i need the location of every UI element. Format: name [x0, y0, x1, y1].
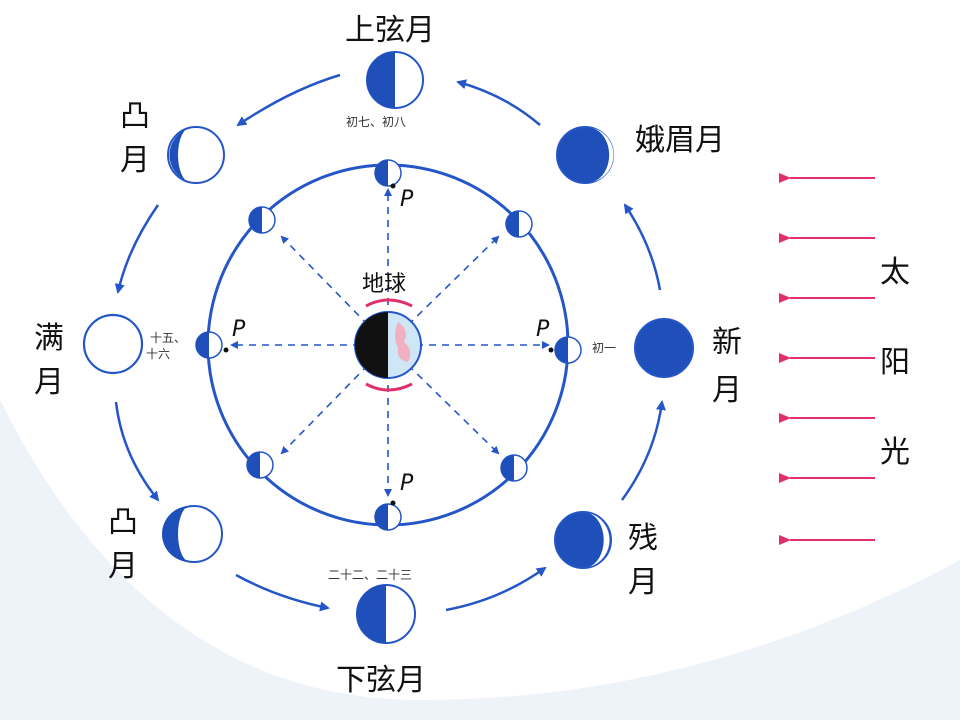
p-label-bottom: P: [400, 471, 414, 496]
label-waxing-crescent: 娥眉月: [635, 123, 725, 158]
label-new-moon-2: 月: [712, 373, 742, 408]
p-label-left: P: [232, 317, 246, 342]
label-full-moon-1: 满: [34, 321, 64, 356]
sunlight-arrows: [779, 173, 875, 545]
label-sunlight-1: 太: [880, 255, 910, 290]
inner-moons: [195, 159, 582, 531]
moon-phase-icon: [366, 51, 424, 109]
moon-phase-icon: [556, 126, 614, 184]
label-gibbous-top-1: 凸: [120, 99, 150, 134]
label-full-moon-days-a: 十五、: [150, 331, 186, 345]
moon-phase-icon: [162, 505, 223, 563]
ray-ur: [407, 235, 500, 326]
outer-orbit-arrows: [114, 73, 666, 612]
ray-lr: [407, 364, 500, 455]
moon-phase-icon: [246, 451, 274, 479]
moon-phase-icon: [248, 206, 276, 234]
label-gibbous-bottom-2: 月: [108, 549, 138, 584]
label-gibbous-top-2: 月: [120, 143, 150, 178]
orbit-arrow-icon: [623, 203, 662, 291]
orbit-arrow-icon: [456, 79, 541, 126]
moon-phase-icon: [554, 336, 582, 364]
moon-phase-icon: [634, 318, 694, 378]
moon-phase-icon: [356, 584, 416, 644]
earth-icon: [354, 298, 422, 392]
label-full-moon-2: 月: [34, 365, 64, 400]
label-sunlight-2: 阳: [880, 345, 910, 380]
label-first-quarter-days: 初七、初八: [346, 115, 406, 129]
label-waning-crescent-2: 月: [628, 565, 658, 600]
label-waning-crescent-1: 残: [628, 521, 658, 556]
label-full-moon-days-b: 十六: [146, 347, 170, 361]
background-tint: [0, 400, 960, 720]
label-new-moon-day: 初一: [592, 341, 616, 355]
moon-phase-icon: [374, 159, 402, 187]
p-label-right: P: [536, 317, 550, 342]
orbit-arrow-icon: [620, 400, 666, 501]
label-last-quarter-days: 二十二、二十三: [328, 568, 412, 582]
p-markers: P P P P: [223, 183, 554, 506]
moon-phase-icon: [505, 210, 533, 238]
orbit-arrow-icon: [114, 204, 160, 294]
moon-phase-icon: [82, 313, 144, 375]
p-label-top: P: [400, 187, 414, 212]
orbit-arrow-icon: [236, 73, 341, 127]
label-last-quarter: 下弦月: [336, 663, 426, 698]
label-gibbous-bottom-1: 凸: [108, 505, 138, 540]
moon-phase-icon: [374, 503, 402, 531]
label-new-moon-1: 新: [712, 325, 742, 360]
label-sunlight-3: 光: [880, 435, 910, 470]
light-rays: [230, 188, 550, 497]
moon-phase-icon: [554, 511, 612, 569]
orbit-arrow-icon: [445, 566, 547, 612]
moon-phase-icon: [195, 331, 223, 359]
moon-phase-icon: [500, 454, 528, 482]
orbit-arrow-icon: [235, 573, 330, 612]
earth-label: 地球: [362, 272, 406, 297]
moon-phase-icon: [167, 126, 225, 184]
orbit-arrow-icon: [114, 401, 160, 502]
label-first-quarter: 上弦月: [345, 13, 435, 48]
